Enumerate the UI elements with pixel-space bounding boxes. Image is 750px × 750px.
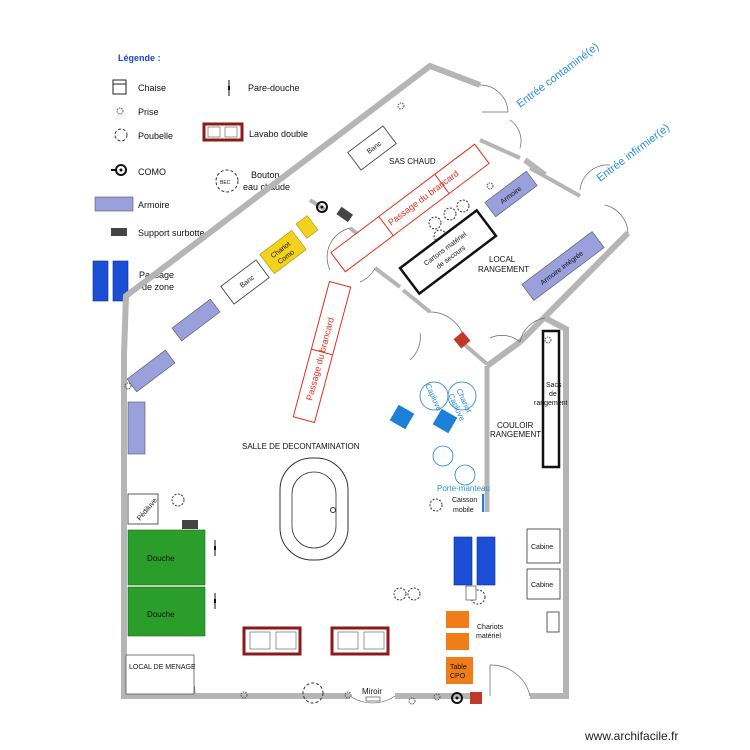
pare-douche-1 bbox=[214, 540, 216, 556]
sacs-rangement: Sacs de rangement bbox=[534, 329, 568, 469]
local-menage: LOCAL DE MENAGE bbox=[125, 654, 196, 695]
legend-armoire-label: Armoire bbox=[138, 200, 170, 210]
miroir-label: Miroir bbox=[362, 687, 382, 696]
legend-como-label: COMO bbox=[138, 167, 166, 177]
svg-text:Cabine: Cabine bbox=[531, 582, 553, 589]
legend-lavabo-label: Lavabo double bbox=[249, 129, 308, 139]
poubelle-icon bbox=[114, 128, 128, 142]
prise-icon bbox=[116, 107, 124, 115]
passage-zone-2 bbox=[476, 536, 496, 586]
svg-text:Sacs: Sacs bbox=[546, 382, 562, 389]
bouton-eau-chaude-bas bbox=[302, 682, 324, 704]
svg-text:Cabine: Cabine bbox=[531, 544, 553, 551]
miroir bbox=[365, 696, 381, 702]
legend-pare-douche-label: Pare-douche bbox=[248, 83, 300, 93]
svg-text:de: de bbox=[549, 391, 557, 398]
passage-brancard-salle: Passage du brancard bbox=[292, 280, 352, 424]
chariots-l2: matériel bbox=[476, 633, 501, 640]
caisson-l2: mobile bbox=[453, 507, 474, 514]
poubelle-salle-1 bbox=[393, 587, 407, 601]
room-local-l1: LOCAL bbox=[489, 255, 516, 264]
legend-title: Légende : bbox=[118, 53, 161, 63]
cabine-1: Cabine bbox=[526, 528, 561, 564]
baignoire bbox=[279, 457, 349, 561]
svg-text:Capluve: Capluve bbox=[423, 382, 444, 413]
passage-zone-icon bbox=[92, 260, 109, 302]
prises bbox=[124, 102, 552, 705]
banc-sas: Banc bbox=[347, 125, 397, 171]
support-icon bbox=[111, 228, 127, 236]
armoire-salle-2 bbox=[126, 349, 176, 393]
svg-text:Table: Table bbox=[450, 664, 467, 671]
room-couloir-l1: COULOIR bbox=[497, 421, 534, 430]
room-sas-chaud: SAS CHAUD bbox=[389, 157, 436, 166]
armoire-icon bbox=[94, 196, 134, 212]
room-local-l2: RANGEMENT bbox=[478, 265, 529, 274]
banc-salle: Banc bbox=[220, 259, 270, 305]
bouton-eau-chaude-icon: BEC bbox=[215, 169, 239, 193]
poubelle-pediluve bbox=[171, 493, 185, 507]
como-icon bbox=[111, 164, 127, 176]
cartons-secours: Cartons matériel de secours bbox=[398, 208, 498, 296]
legend-poubelle-label: Poubelle bbox=[138, 131, 173, 141]
watermark: www.archifacile.fr bbox=[584, 729, 678, 743]
legend-bouton-l1: Bouton bbox=[251, 170, 280, 180]
poubelle-salle-2 bbox=[407, 587, 421, 601]
armoire-sas: Armoire bbox=[484, 170, 538, 218]
legend-chaise-label: Chaise bbox=[138, 83, 166, 93]
chaise-couloir bbox=[546, 611, 560, 633]
room-couloir-l2: RANGEMENT bbox=[490, 430, 541, 439]
armoire-salle-3 bbox=[127, 401, 146, 455]
como-sas bbox=[316, 201, 328, 213]
pediluve: Pédiluve bbox=[127, 493, 159, 525]
pare-douche-icon bbox=[228, 80, 230, 96]
entree-contaminee-label: Entrée contaminé(e) bbox=[515, 41, 602, 111]
douche-1: Douche bbox=[127, 529, 206, 586]
legend: Légende : Chaise Prise Poubelle COMO Arm… bbox=[92, 53, 308, 302]
poubelle-couloir bbox=[429, 498, 443, 512]
chariot-materiel-1 bbox=[446, 611, 469, 628]
porte-manteau-label: Porte-manteau bbox=[437, 484, 490, 493]
room-salle-decontamination: SALLE DE DECONTAMINATION bbox=[242, 442, 360, 451]
chaise-icon bbox=[112, 79, 127, 95]
chariot-materiel-2 bbox=[446, 633, 469, 650]
support-surbotte-sas bbox=[336, 206, 354, 223]
armoire-salle-1 bbox=[171, 298, 221, 342]
legend-support-label: Support surbotte bbox=[138, 228, 205, 238]
capluve-basin-1 bbox=[432, 445, 454, 467]
svg-text:CPO: CPO bbox=[450, 673, 466, 680]
svg-text:LOCAL DE MENAGE: LOCAL DE MENAGE bbox=[129, 664, 196, 671]
chariot-como-small bbox=[295, 215, 319, 239]
svg-text:BEC: BEC bbox=[220, 180, 231, 186]
capluve-basin-2 bbox=[454, 464, 476, 486]
como-bas bbox=[451, 692, 463, 704]
douche-2: Douche bbox=[127, 586, 206, 637]
svg-text:rangement: rangement bbox=[534, 400, 568, 407]
bouton-arret-bas bbox=[470, 692, 482, 704]
bouton-arret-local bbox=[453, 331, 471, 349]
passage-zone-1 bbox=[453, 536, 473, 586]
svg-text:Passage du brancard: Passage du brancard bbox=[386, 168, 460, 227]
legend-passage-l2: de zone bbox=[142, 282, 174, 292]
entree-infirmier-label: Entrée infirmier(e) bbox=[595, 122, 673, 185]
caisson-l1: Caisson bbox=[452, 497, 477, 504]
chariot-como: Chariot Como bbox=[259, 229, 307, 275]
svg-text:Douche: Douche bbox=[147, 610, 175, 619]
chariots-l1: Chariots bbox=[477, 624, 504, 631]
cabine-2: Cabine bbox=[526, 568, 561, 600]
lavabo-icon bbox=[202, 122, 244, 142]
lavabo-double-2 bbox=[330, 626, 390, 656]
chaise-sas-froid bbox=[465, 585, 477, 601]
lavabo-double-1 bbox=[242, 626, 302, 656]
svg-text:Douche: Douche bbox=[147, 554, 175, 563]
pare-douche-2 bbox=[214, 593, 216, 609]
legend-prise-label: Prise bbox=[138, 107, 159, 117]
table-cpo: Table CPO bbox=[446, 657, 473, 684]
support-surbotte-salle bbox=[182, 520, 198, 529]
